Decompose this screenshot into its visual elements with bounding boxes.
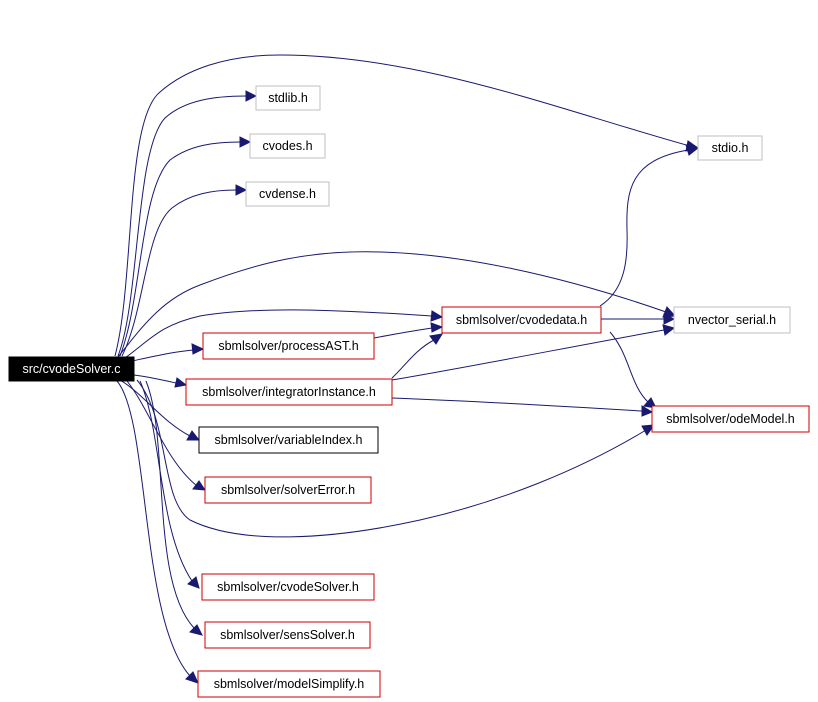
node-nvector-box: [673, 306, 791, 334]
node-senssolver-box: [204, 621, 371, 649]
edge-root-to-cvodesolver: [139, 380, 193, 582]
node-cvodedata-label: sbmlsolver/cvodedata.h: [456, 313, 587, 327]
edge-cvodedata-to-nvector-arrow: [663, 313, 676, 325]
node-solvererror-label: sbmlsolver/solverError.h: [221, 483, 355, 497]
edge-root-to-modelsimplify: [116, 380, 191, 677]
node-solvererror-box: [204, 476, 372, 504]
edge-root-to-cvdense: [121, 189, 237, 357]
node-processast-box: [202, 332, 375, 360]
node-stdio-box: [697, 135, 763, 161]
edge-root-to-integrator: [133, 374, 177, 384]
node-processast-label: sbmlsolver/processAST.h: [218, 339, 358, 353]
edge-root-to-integrator-arrow: [174, 377, 188, 388]
node-stdlib-label: stdlib.h: [268, 91, 308, 105]
node-cvodedata[interactable]: sbmlsolver/cvodedata.h: [441, 306, 602, 334]
edge-root-to-odemodel-arrow: [641, 424, 656, 436]
node-nvector-label: nvector_serial.h: [688, 313, 776, 327]
edges: [114, 54, 700, 684]
node-integrator-box: [185, 378, 393, 406]
edge-root-to-cvodedata: [124, 309, 433, 359]
edge-root-to-variableindex-arrow: [186, 430, 201, 441]
node-cvodedata-box: [441, 306, 602, 334]
edge-integrator-to-cvodedata: [391, 339, 435, 379]
edge-root-to-solvererror: [126, 380, 198, 487]
node-variableindex[interactable]: sbmlsolver/variableIndex.h: [198, 426, 379, 454]
edge-root-to-cvodes: [119, 141, 241, 357]
edge-root-to-processast-arrow: [191, 343, 205, 355]
node-cvdense-label: cvdense.h: [259, 187, 316, 201]
edge-processast-to-cvodedata: [373, 327, 433, 339]
edge-root-to-cvdense-arrow: [235, 184, 248, 196]
node-odemodel-box: [651, 405, 810, 433]
node-senssolver-label: sbmlsolver/sensSolver.h: [220, 628, 355, 642]
node-processast[interactable]: sbmlsolver/processAST.h: [202, 332, 375, 360]
edge-cvodedata-to-stdio: [599, 149, 689, 307]
node-stdio-label: stdio.h: [712, 141, 749, 155]
edge-root-to-cvodedata-arrow: [430, 310, 444, 322]
node-cvodes-label: cvodes.h: [262, 139, 312, 153]
node-cvodesolver-box: [201, 573, 375, 601]
edge-root-to-stdlib: [117, 95, 247, 357]
edge-root-to-cvodesolver-arrow: [187, 576, 200, 589]
node-modelsimplify[interactable]: sbmlsolver/modelSimplify.h: [197, 670, 381, 698]
node-modelsimplify-box: [197, 670, 381, 698]
node-variableindex-box: [198, 426, 379, 454]
edge-root-to-modelsimplify-arrow: [185, 671, 199, 684]
edge-root-to-senssolver: [145, 380, 195, 629]
edge-processast-to-cvodedata-arrow: [430, 322, 444, 333]
node-integrator-label: sbmlsolver/integratorInstance.h: [202, 385, 376, 399]
edge-cvodedata-to-odemodel: [609, 331, 649, 403]
node-cvdense[interactable]: cvdense.h: [245, 181, 330, 207]
edge-root-to-stdlib-arrow: [245, 90, 258, 102]
edge-cvodedata-to-stdio-arrow: [685, 144, 700, 156]
edge-integrator-to-odemodel: [391, 397, 643, 412]
node-nvector[interactable]: nvector_serial.h: [673, 306, 791, 334]
node-stdlib[interactable]: stdlib.h: [255, 85, 321, 111]
node-odemodel-label: sbmlsolver/odeModel.h: [666, 412, 795, 426]
edge-integrator-to-nvector: [391, 329, 665, 381]
edge-integrator-to-nvector-arrow: [662, 324, 676, 336]
edge-root-to-nvector: [117, 251, 667, 358]
node-root-label: src/cvodeSolver.c: [23, 362, 121, 376]
edge-root-to-solvererror-arrow: [192, 480, 206, 491]
node-stdlib-box: [255, 85, 321, 111]
node-modelsimplify-label: sbmlsolver/modelSimplify.h: [214, 677, 365, 691]
node-root[interactable]: src/cvodeSolver.c: [8, 356, 135, 382]
node-cvodesolver[interactable]: sbmlsolver/cvodeSolver.h: [201, 573, 375, 601]
node-cvodes-box: [249, 133, 326, 159]
node-variableindex-label: sbmlsolver/variableIndex.h: [215, 433, 363, 447]
edge-integrator-to-odemodel-arrow: [641, 405, 654, 417]
node-cvdense-box: [245, 181, 330, 207]
node-senssolver[interactable]: sbmlsolver/sensSolver.h: [204, 621, 371, 649]
node-cvodes[interactable]: cvodes.h: [249, 133, 326, 159]
node-odemodel[interactable]: sbmlsolver/odeModel.h: [651, 405, 810, 433]
edge-root-to-stdio: [114, 54, 691, 357]
node-integrator[interactable]: sbmlsolver/integratorInstance.h: [185, 378, 393, 406]
edge-root-to-cvodes-arrow: [239, 136, 252, 148]
edge-integrator-to-cvodedata-arrow: [429, 333, 443, 345]
edge-root-to-odemodel: [136, 379, 647, 538]
node-solvererror[interactable]: sbmlsolver/solverError.h: [204, 476, 372, 504]
node-stdio[interactable]: stdio.h: [697, 135, 763, 161]
node-cvodesolver-label: sbmlsolver/cvodeSolver.h: [217, 580, 359, 594]
edge-root-to-processast: [131, 349, 194, 362]
edge-root-to-senssolver-arrow: [189, 624, 203, 636]
node-root-box: [8, 356, 135, 382]
